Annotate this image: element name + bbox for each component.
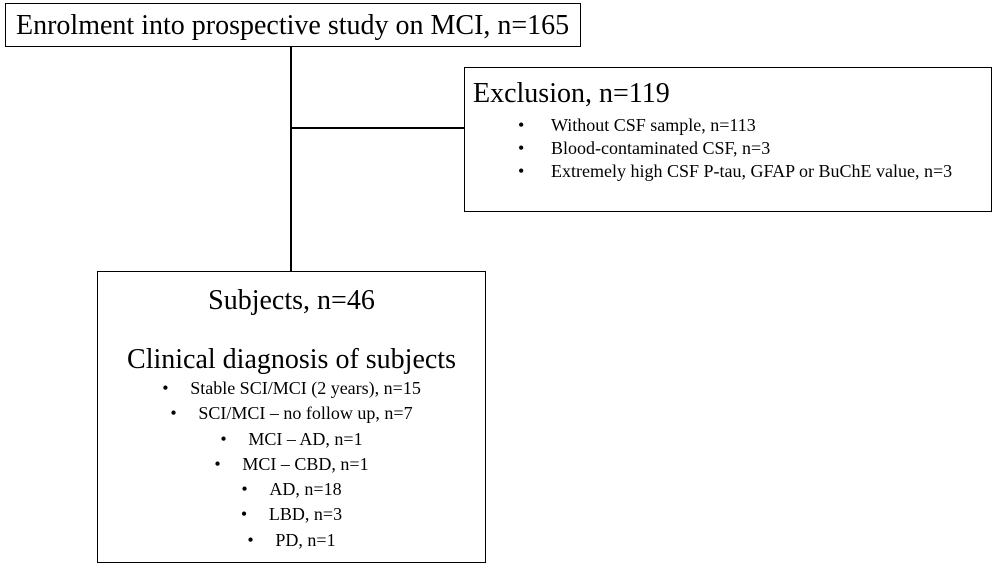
diagnosis-item: • MCI – AD, n=1 (98, 427, 485, 452)
bullet-icon: • (241, 479, 248, 500)
exclusion-item: • Without CSF sample, n=113 (518, 114, 991, 137)
exclusion-box: Exclusion, n=119 • Without CSF sample, n=… (464, 67, 992, 212)
enrolment-label: Enrolment into prospective study on MCI,… (16, 10, 570, 41)
subjects-title: Subjects, n=46 (208, 285, 375, 316)
diagnosis-item: • AD, n=18 (98, 477, 485, 502)
bullet-icon: • (220, 428, 227, 449)
exclusion-item: • Blood-contaminated CSF, n=3 (518, 137, 991, 160)
diagnosis-item-text: PD, n=1 (275, 529, 336, 550)
bullet-icon: • (518, 138, 525, 158)
diagnosis-item-text: LBD, n=3 (268, 504, 343, 525)
exclusion-item: • Extremely high CSF P-tau, GFAP or BuChE… (518, 160, 991, 183)
diagnosis-item: • MCI – CBD, n=1 (98, 452, 485, 477)
bullet-icon: • (518, 161, 525, 181)
bullet-icon: • (247, 529, 254, 550)
diagnosis-item: • Stable SCI/MCI (2 years), n=15 (98, 376, 485, 401)
main-vertical-connector (290, 47, 292, 271)
diagnosis-item-text: Stable SCI/MCI (2 years), n=15 (190, 378, 421, 398)
diagnosis-item-text: MCI – CBD, n=1 (242, 453, 369, 474)
exclusion-branch-connector (290, 127, 464, 129)
exclusion-item-text: Without CSF sample, n=113 (551, 115, 756, 135)
exclusion-item-text: Blood-contaminated CSF, n=3 (551, 138, 771, 158)
bullet-icon: • (170, 403, 177, 424)
exclusion-item-text: Extremely high CSF P-tau, GFAP or BuChE … (551, 161, 953, 181)
bullet-icon: • (214, 453, 221, 474)
diagnosis-item-text: MCI – AD, n=1 (248, 428, 363, 449)
diagnosis-item-text: AD, n=18 (269, 479, 342, 500)
exclusion-title: Exclusion, n=119 (473, 78, 670, 109)
diagnosis-item: • LBD, n=3 (98, 502, 485, 527)
bullet-icon: • (240, 504, 248, 525)
enrolment-box: Enrolment into prospective study on MCI,… (5, 3, 581, 47)
diagnosis-list: • Stable SCI/MCI (2 years), n=15 • SCI/MCI… (98, 376, 485, 553)
diagnosis-item-text: SCI/MCI – no follow up, n=7 (198, 403, 413, 424)
bullet-icon: • (518, 115, 525, 135)
subjects-box: Subjects, n=46 Clinical diagnosis of sub… (97, 271, 486, 563)
diagnosis-item: • PD, n=1 (98, 528, 485, 553)
diagnosis-title: Clinical diagnosis of subjects (127, 344, 456, 375)
exclusion-list: • Without CSF sample, n=113 • Blood-contam… (473, 114, 991, 183)
bullet-icon: • (162, 378, 169, 398)
diagnosis-item: • SCI/MCI – no follow up, n=7 (98, 401, 485, 426)
